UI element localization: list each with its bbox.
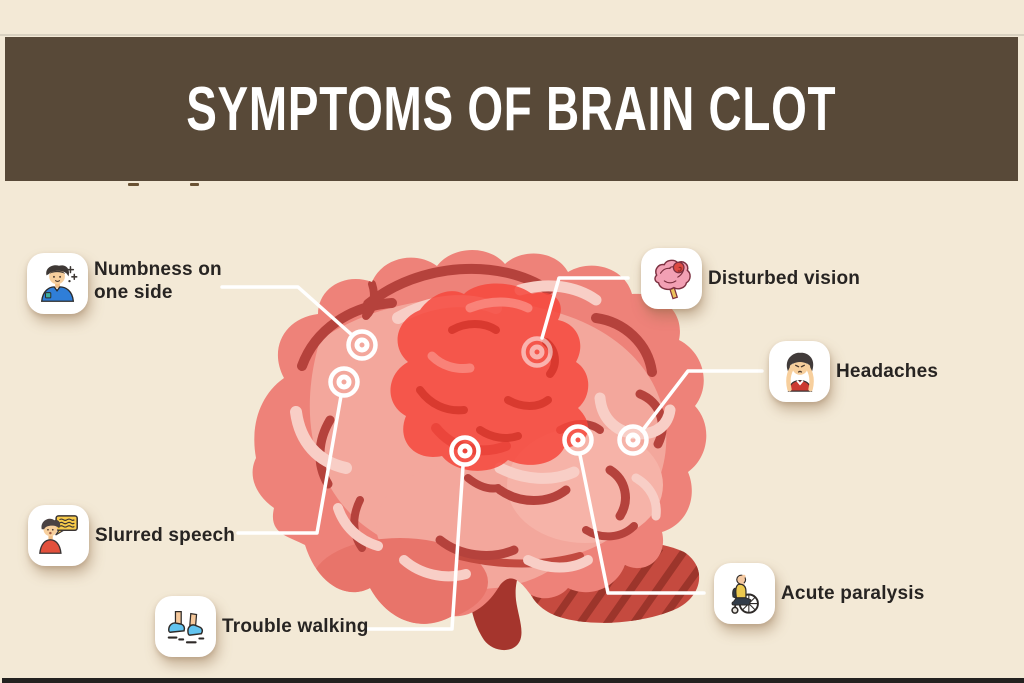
marker-headaches bbox=[617, 424, 649, 456]
connector-line-acute bbox=[578, 453, 706, 595]
connector-line-headaches bbox=[640, 369, 764, 433]
symptom-card-trouble: Trouble walking bbox=[155, 596, 369, 657]
symptom-label: Acute paralysis bbox=[781, 583, 925, 604]
title-banner: SYMPTOMS OF BRAIN CLOT bbox=[5, 37, 1018, 181]
mini-brain-clot-icon bbox=[641, 248, 702, 309]
marker-numbness bbox=[346, 329, 378, 361]
connector-line-disturbed bbox=[540, 276, 630, 340]
headache-person-icon bbox=[769, 341, 830, 402]
page-title: SYMPTOMS OF BRAIN CLOT bbox=[186, 74, 837, 144]
symptom-label: Trouble walking bbox=[222, 616, 369, 637]
connector-line-slurred bbox=[236, 394, 343, 535]
marker-trouble bbox=[449, 435, 481, 467]
marker-acute bbox=[562, 424, 594, 456]
wheelchair-person-icon bbox=[714, 563, 775, 624]
crop-mark bbox=[128, 183, 139, 186]
numb-person-icon bbox=[27, 253, 88, 314]
marker-disturbed bbox=[521, 336, 553, 368]
symptom-label: Headaches bbox=[836, 361, 939, 382]
bottom-edge-bar bbox=[2, 678, 1024, 683]
marker-slurred bbox=[328, 366, 360, 398]
symptom-card-headaches: Headaches bbox=[769, 341, 938, 402]
connector-line-numbness bbox=[220, 285, 354, 337]
walking-feet-icon bbox=[155, 596, 216, 657]
crop-mark bbox=[190, 183, 199, 186]
symptom-card-acute: Acute paralysis bbox=[714, 563, 924, 624]
connector-line-trouble bbox=[366, 464, 465, 631]
cerebrum-detail bbox=[290, 263, 676, 624]
symptom-card-slurred: Slurred speech bbox=[28, 505, 235, 566]
divider-line bbox=[0, 34, 1024, 36]
clot-overlay bbox=[390, 283, 589, 471]
speech-person-icon bbox=[28, 505, 89, 566]
symptom-label: Disturbed vision bbox=[708, 268, 861, 289]
symptom-label: Numbness on one side bbox=[94, 259, 222, 303]
symptom-label: Slurred speech bbox=[95, 525, 236, 546]
symptom-card-disturbed: Disturbed vision bbox=[641, 248, 860, 309]
symptom-card-numbness: Numbness on one side bbox=[27, 253, 236, 314]
